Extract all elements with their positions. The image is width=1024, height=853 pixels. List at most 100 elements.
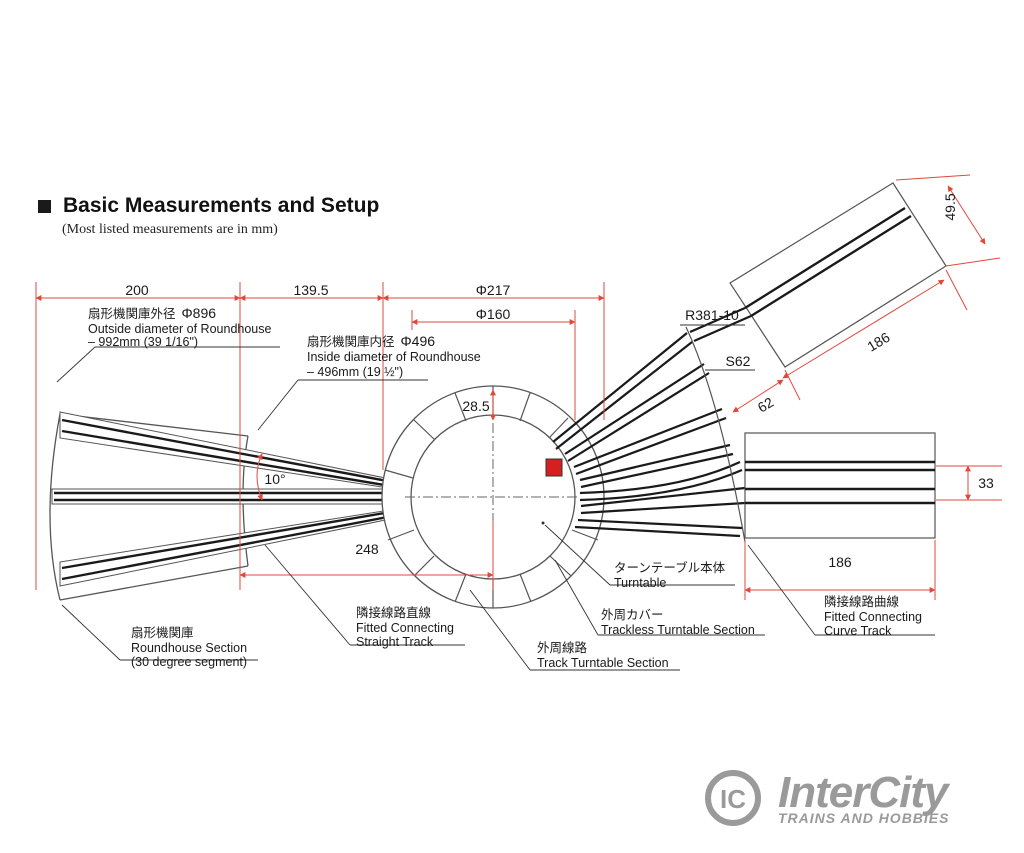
turntable-center-lines bbox=[405, 405, 580, 590]
curve-track-box bbox=[744, 432, 936, 539]
roundhouse-bottom-edge bbox=[59, 565, 249, 601]
dim-200-text: 200 bbox=[125, 282, 149, 298]
logo-tagline: TRAINS AND HOBBIES bbox=[778, 810, 950, 826]
dim-186-upper-text: 186 bbox=[864, 329, 892, 355]
divider bbox=[384, 469, 414, 479]
upper-track-rail-b bbox=[750, 214, 912, 318]
right-fan-tracks bbox=[552, 332, 746, 538]
curve-en2: Curve Track bbox=[824, 624, 892, 638]
inside-jp-text: 扇形機関庫内径 bbox=[307, 334, 395, 349]
dim-186-text: 186 bbox=[828, 554, 852, 570]
dim-217-text: Φ217 bbox=[476, 282, 511, 298]
fan-outer-arc bbox=[685, 326, 746, 543]
dim-10deg-text: 10° bbox=[264, 471, 285, 487]
right-fan-outline bbox=[685, 326, 746, 543]
outside-jp-text: 扇形機関庫外径 bbox=[88, 306, 176, 321]
turntable-control-marker bbox=[545, 458, 563, 477]
fan-track-4b bbox=[580, 452, 734, 489]
straight-en2: Straight Track bbox=[356, 635, 434, 649]
dim-33-text: 33 bbox=[978, 475, 994, 491]
divider bbox=[454, 573, 467, 603]
inside-en2: – 496mm (19 ½") bbox=[307, 365, 403, 379]
divider bbox=[549, 555, 572, 577]
right-curve-track bbox=[744, 432, 936, 539]
roundhouse-track-lower-rail-a bbox=[61, 506, 415, 570]
trackless-jp: 外周カバー bbox=[601, 608, 664, 622]
outside-jp: 扇形機関庫外径 Φ896 bbox=[88, 305, 216, 321]
turntable-pivot-dot bbox=[541, 521, 545, 525]
straight-en1: Fitted Connecting bbox=[356, 621, 454, 635]
roundhouse-en1: Roundhouse Section bbox=[131, 641, 247, 655]
dim-28-text: 28.5 bbox=[462, 398, 489, 414]
ext-186u-right bbox=[945, 269, 968, 311]
upper-track-link-b bbox=[693, 314, 752, 343]
title-bullet bbox=[38, 199, 51, 213]
leader-tracktt bbox=[469, 589, 531, 671]
tracktt-jp: 外周線路 bbox=[537, 640, 588, 655]
roundhouse-track-upper-rail-b bbox=[61, 429, 415, 492]
upper-track-rail-a bbox=[744, 206, 906, 310]
trackless-en: Trackless Turntable Section bbox=[601, 623, 755, 637]
leader-outside bbox=[56, 346, 96, 383]
fan-track-2b bbox=[567, 372, 710, 462]
leader-trackless bbox=[554, 559, 599, 636]
upper-track-link-a bbox=[689, 306, 746, 334]
divider bbox=[571, 529, 599, 541]
inside-phi-text: Φ496 bbox=[401, 333, 436, 349]
curve-en1: Fitted Connecting bbox=[824, 610, 922, 624]
dim-139-text: 139.5 bbox=[293, 282, 328, 298]
roundhouse-track-upper-rail-a bbox=[61, 418, 415, 488]
fan-track-6b bbox=[574, 525, 741, 538]
fan-track-3 bbox=[573, 407, 723, 469]
leader-roundhouse bbox=[61, 604, 121, 661]
roundhouse-en2: (30 degree segment) bbox=[131, 655, 247, 669]
leader-lines bbox=[56, 324, 935, 671]
outside-phi-text: Φ896 bbox=[182, 305, 217, 321]
dim-49-line bbox=[947, 185, 986, 245]
fan-track-5b bbox=[580, 501, 746, 515]
ext-49-bot bbox=[945, 257, 1001, 267]
leader-inside bbox=[257, 379, 299, 431]
upper-track-box bbox=[729, 182, 947, 368]
divider bbox=[548, 417, 569, 439]
fan-track-curve-b bbox=[579, 468, 743, 502]
logo-badge-text: IC bbox=[720, 784, 746, 814]
inside-jp: 扇形機関庫内径 Φ496 bbox=[307, 333, 435, 349]
dim-62-text: 62 bbox=[755, 394, 777, 416]
page-title: Basic Measurements and Setup bbox=[63, 194, 380, 217]
turntable-jp: ターンテーブル本体 bbox=[614, 560, 726, 575]
outside-en1: Outside diameter of Roundhouse bbox=[88, 322, 271, 336]
dim-49-text: 49.5 bbox=[942, 193, 958, 220]
fan-track-1b bbox=[555, 341, 693, 450]
divider bbox=[519, 392, 531, 422]
dim-62-line bbox=[732, 379, 784, 413]
fan-track-5 bbox=[580, 486, 746, 508]
leader-turntable bbox=[544, 524, 611, 586]
title-row: Basic Measurements and Setup bbox=[38, 194, 379, 218]
page-subtitle: (Most listed measurements are in mm) bbox=[62, 222, 278, 237]
divider bbox=[519, 573, 532, 603]
outside-en2: – 992mm (39 1/16") bbox=[88, 335, 198, 349]
ext-186u-left bbox=[784, 369, 801, 401]
intercity-logo: InterCity TRAINS AND HOBBIES bbox=[708, 768, 998, 830]
s62-text: S62 bbox=[726, 353, 751, 369]
fan-track-2 bbox=[564, 363, 705, 455]
roundhouse-jp: 扇形機関庫 bbox=[131, 625, 194, 640]
roundhouse-outer-arc bbox=[49, 413, 61, 601]
inside-en1: Inside diameter of Roundhouse bbox=[307, 350, 481, 364]
intercity-logo-badge: IC bbox=[705, 770, 761, 826]
curve-jp: 隣接線路曲線 bbox=[824, 594, 900, 609]
fan-track-4 bbox=[579, 443, 731, 482]
leader-straight bbox=[264, 544, 351, 646]
leader-curve bbox=[747, 544, 816, 636]
divider bbox=[413, 419, 436, 441]
logo-brand: InterCity bbox=[778, 768, 948, 817]
roundhouse-track-middle-bed bbox=[51, 488, 416, 505]
upper-straight-track bbox=[689, 182, 947, 368]
roundhouse-track-lower-rail-b bbox=[61, 510, 415, 581]
straight-jp: 隣接線路直線 bbox=[356, 605, 432, 620]
dimension-lines bbox=[35, 174, 1002, 600]
fan-track-1 bbox=[552, 332, 688, 443]
